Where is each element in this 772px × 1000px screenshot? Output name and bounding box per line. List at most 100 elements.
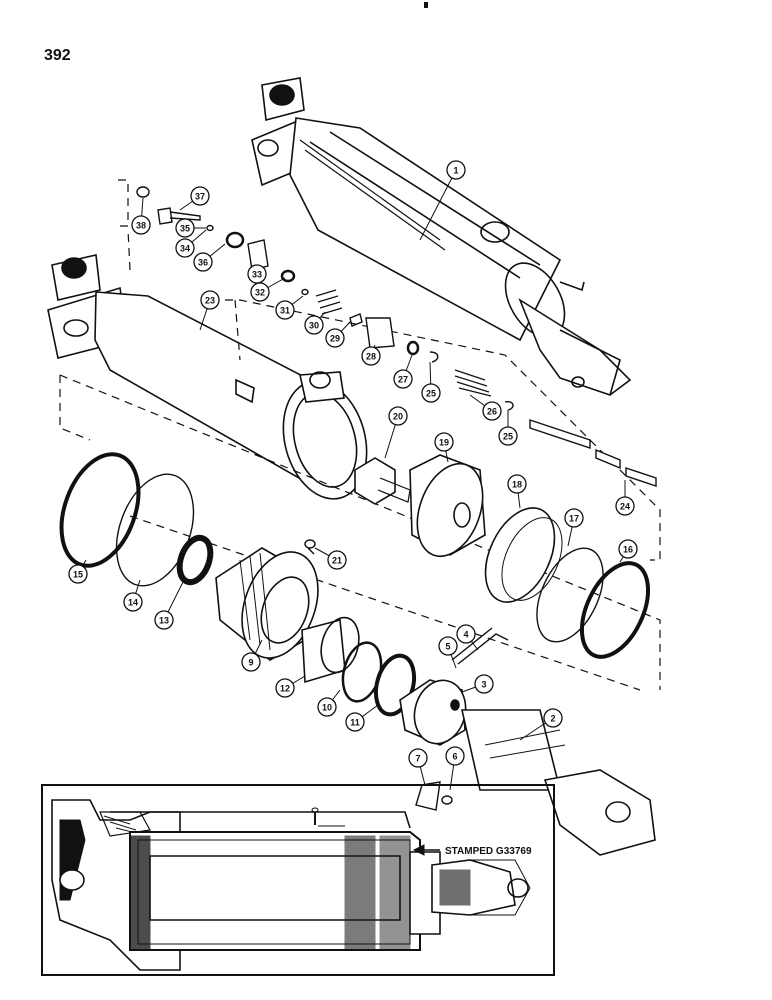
callout-5: 5 — [438, 636, 458, 656]
section-label: STAMPED G33769 — [445, 846, 532, 857]
callout-circle — [193, 252, 213, 272]
callout-6: 6 — [445, 746, 465, 766]
callout-number: 14 — [128, 598, 138, 608]
callout-number: 1 — [453, 166, 458, 176]
callout-number: 24 — [620, 502, 630, 512]
callout-34: 34 — [175, 238, 195, 258]
callout-11: 11 — [345, 712, 365, 732]
callout-25: 25 — [498, 426, 518, 446]
callout-33: 33 — [247, 264, 267, 284]
cylinder-barrel — [47, 254, 368, 500]
callout-circle — [507, 474, 527, 494]
callout-30: 30 — [304, 315, 324, 335]
callout-number: 30 — [309, 321, 319, 331]
callout-circle — [615, 496, 635, 516]
callout-number: 21 — [332, 556, 342, 566]
top-mark — [424, 2, 428, 8]
callout-circle — [123, 592, 143, 612]
callout-number: 17 — [569, 514, 579, 524]
callout-14: 14 — [123, 592, 143, 612]
bushings — [301, 616, 417, 717]
callout-circle — [275, 300, 295, 320]
callout-number: 38 — [136, 221, 146, 231]
callout-number: 7 — [415, 754, 420, 764]
section-frame — [41, 784, 555, 976]
callout-number: 9 — [248, 658, 253, 668]
callout-25: 25 — [421, 383, 441, 403]
callout-circle — [445, 746, 465, 766]
callout-circle — [190, 186, 210, 206]
page-number: 392 — [44, 47, 71, 64]
callout-number: 25 — [503, 432, 513, 442]
piston — [354, 454, 486, 558]
callout-36: 36 — [193, 252, 213, 272]
callout-circle — [388, 406, 408, 426]
callout-38: 38 — [131, 215, 151, 235]
callout-number: 34 — [180, 244, 190, 254]
callout-number: 19 — [439, 438, 449, 448]
hardware — [304, 539, 453, 811]
callout-24: 24 — [615, 496, 635, 516]
callout-3: 3 — [474, 674, 494, 694]
callout-circle — [393, 369, 413, 389]
callout-number: 11 — [350, 718, 360, 728]
callout-circle — [154, 610, 174, 630]
callout-1: 1 — [446, 160, 466, 180]
callout-21: 21 — [327, 550, 347, 570]
callout-number: 31 — [280, 306, 290, 316]
callout-circle — [434, 432, 454, 452]
callout-number: 27 — [398, 375, 408, 385]
callout-number: 15 — [73, 570, 83, 580]
callout-circle — [327, 550, 347, 570]
callout-circle — [241, 652, 261, 672]
callout-circle — [618, 539, 638, 559]
callout-7: 7 — [408, 748, 428, 768]
callout-circle — [498, 426, 518, 446]
sectional-view — [41, 784, 555, 976]
callout-circle — [247, 264, 267, 284]
callout-2: 2 — [543, 708, 563, 728]
gland — [215, 547, 319, 661]
callout-circle — [304, 315, 324, 335]
callout-circle — [175, 238, 195, 258]
callout-number: 5 — [445, 642, 450, 652]
callout-group: 1234567910111213141516171819202123242525… — [68, 160, 638, 768]
seals — [59, 452, 651, 659]
callout-4: 4 — [456, 624, 476, 644]
callout-9: 9 — [241, 652, 261, 672]
callout-18: 18 — [507, 474, 527, 494]
callout-number: 36 — [198, 258, 208, 268]
callout-circle — [421, 383, 441, 403]
callout-10: 10 — [317, 697, 337, 717]
assembled-cylinder — [251, 77, 632, 396]
callout-circle — [543, 708, 563, 728]
valve-parts — [136, 186, 657, 487]
callout-number: 20 — [393, 412, 403, 422]
callout-number: 23 — [205, 296, 215, 306]
callout-number: 4 — [463, 630, 468, 640]
callout-31: 31 — [275, 300, 295, 320]
callout-number: 3 — [481, 680, 486, 690]
assembly-dashed-lines — [59, 179, 661, 691]
callout-number: 32 — [255, 288, 265, 298]
callout-35: 35 — [175, 218, 195, 238]
callout-26: 26 — [482, 401, 502, 421]
callout-number: 10 — [322, 703, 332, 713]
callout-number: 29 — [330, 334, 340, 344]
callout-number: 28 — [366, 352, 376, 362]
callout-circle — [131, 215, 151, 235]
callout-circle — [175, 218, 195, 238]
callout-circle — [438, 636, 458, 656]
callout-15: 15 — [68, 564, 88, 584]
callout-23: 23 — [200, 290, 220, 310]
callout-16: 16 — [618, 539, 638, 559]
callout-circle — [275, 678, 295, 698]
callout-circle — [200, 290, 220, 310]
callout-number: 33 — [252, 270, 262, 280]
callout-19: 19 — [434, 432, 454, 452]
callout-circle — [361, 346, 381, 366]
callout-circle — [345, 712, 365, 732]
callout-29: 29 — [325, 328, 345, 348]
rod-assembly — [399, 627, 656, 856]
